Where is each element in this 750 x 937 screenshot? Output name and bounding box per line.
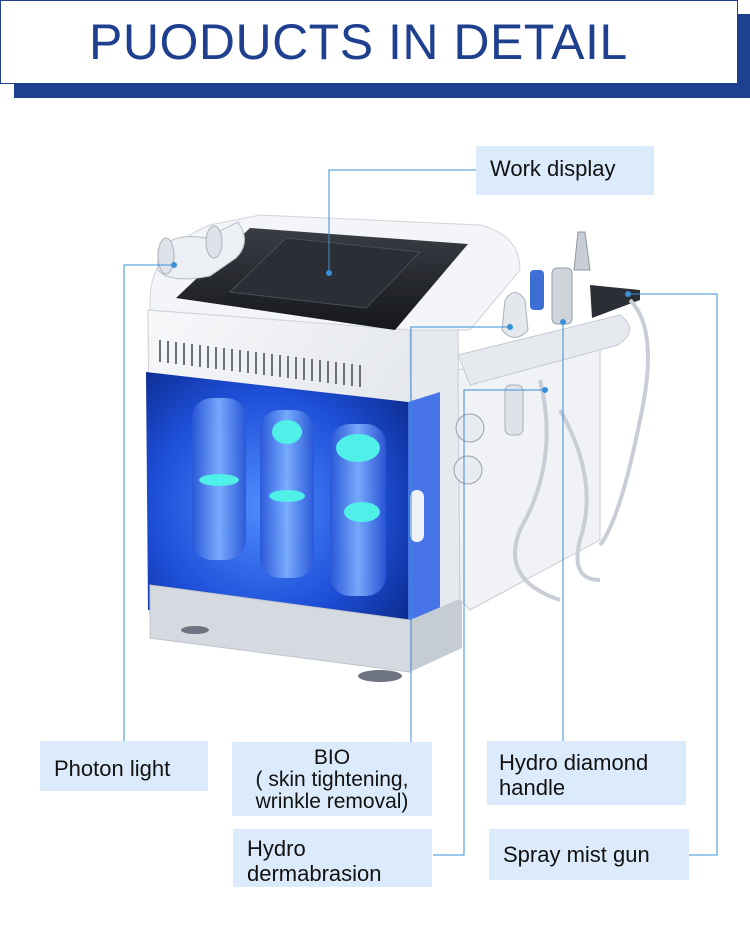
- leader-lines: [123, 169, 718, 856]
- label-hydro-diamond-handle: Hydro diamond handle: [487, 741, 686, 805]
- label-text: Hydro: [247, 836, 306, 861]
- label-spray-mist-gun: Spray mist gun: [489, 829, 689, 880]
- label-hydro-dermabrasion: Hydro dermabrasion: [233, 829, 432, 887]
- label-bio: BIO ( skin tightening, wrinkle removal): [232, 742, 432, 816]
- label-text: Photon light: [54, 756, 171, 781]
- label-text: wrinkle removal): [255, 790, 409, 813]
- handle-holder: [453, 231, 650, 611]
- label-text: dermabrasion: [247, 861, 382, 886]
- label-text: Spray mist gun: [503, 842, 650, 867]
- label-text: Hydro diamond: [499, 750, 649, 775]
- header-banner: PUODUCTS IN DETAIL: [0, 0, 738, 84]
- label-text: handle: [499, 775, 566, 800]
- bottle-tank: [146, 372, 440, 640]
- label-text: BIO: [313, 746, 351, 769]
- leader-dots: [171, 262, 631, 393]
- label-work-display: Work display: [476, 146, 654, 195]
- label-text: ( skin tightening,: [255, 768, 409, 791]
- vent-grille: [159, 340, 361, 387]
- page-title: PUODUCTS IN DETAIL: [89, 14, 628, 70]
- label-text: Work display: [490, 156, 616, 181]
- label-photon-light: Photon light: [40, 741, 208, 791]
- machine-base: [149, 584, 462, 682]
